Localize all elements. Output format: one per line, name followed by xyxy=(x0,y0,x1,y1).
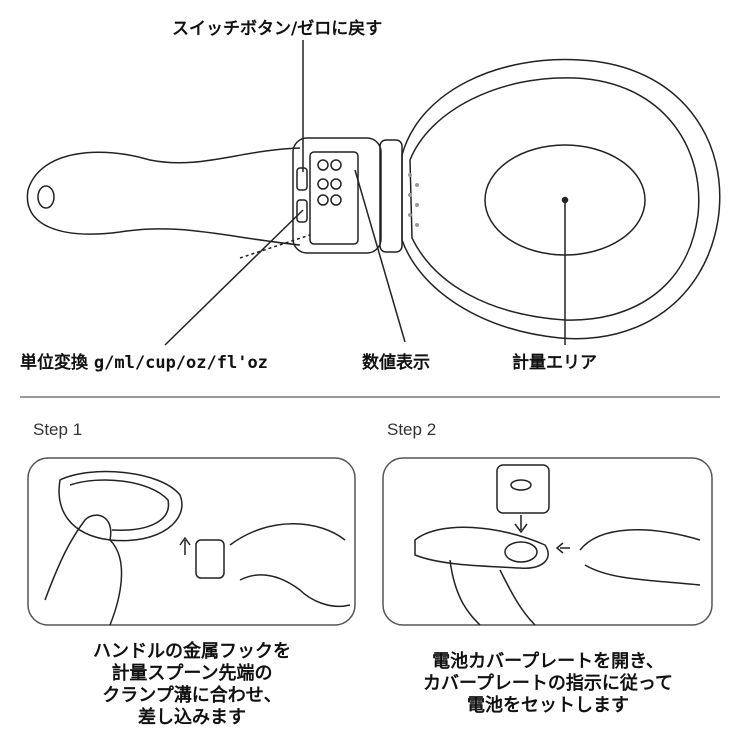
caption-line: 差し込みます xyxy=(138,707,246,728)
spoon-bowl xyxy=(401,58,721,340)
spoon-handle xyxy=(26,147,301,246)
step2-label: Step 2 xyxy=(387,420,437,439)
caption-line: 電池をセットします xyxy=(467,695,629,716)
switch-button[interactable] xyxy=(296,167,308,191)
display-label: 数値表示 xyxy=(362,353,430,373)
display-module xyxy=(292,137,382,254)
caption-line: ハンドルの金属フックを xyxy=(93,641,291,662)
step1-illustration xyxy=(44,470,351,626)
step1-label: Step 1 xyxy=(33,420,83,439)
caption-line: クランプ溝に合わせ、 xyxy=(102,685,282,706)
step2-panel xyxy=(382,457,713,626)
caption-line: 計量スプーン先端の xyxy=(111,663,273,684)
handle-hole xyxy=(37,185,55,209)
bowl-rim xyxy=(409,77,700,321)
caption-line: カバープレートの指示に従って xyxy=(422,673,674,694)
unit-list: g/ml/cup/oz/fl'oz xyxy=(93,353,268,373)
measuring-area-label: 計量エリア xyxy=(512,353,597,373)
switch-button-label: スイッチボタン/ゼロに戻す xyxy=(172,19,383,39)
step1-caption: ハンドルの金属フックを 計量スプーン先端の クランプ溝に合わせ、 差し込みます xyxy=(22,641,362,729)
caption-line: 電池カバープレートを開き、 xyxy=(432,651,664,672)
unit-conversion-prefix: 単位変換 xyxy=(20,353,88,373)
step1-panel xyxy=(27,457,356,626)
display-screen xyxy=(309,151,359,245)
unit-conversion-label: 単位変換 g/ml/cup/oz/fl'oz xyxy=(20,348,268,373)
step2-caption: 電池カバープレートを開き、 カバープレートの指示に従って 電池をセットします xyxy=(378,651,718,717)
texture-dots xyxy=(408,173,419,227)
step2-illustration xyxy=(414,464,701,626)
digit-icons xyxy=(317,159,342,206)
connector xyxy=(379,139,403,253)
